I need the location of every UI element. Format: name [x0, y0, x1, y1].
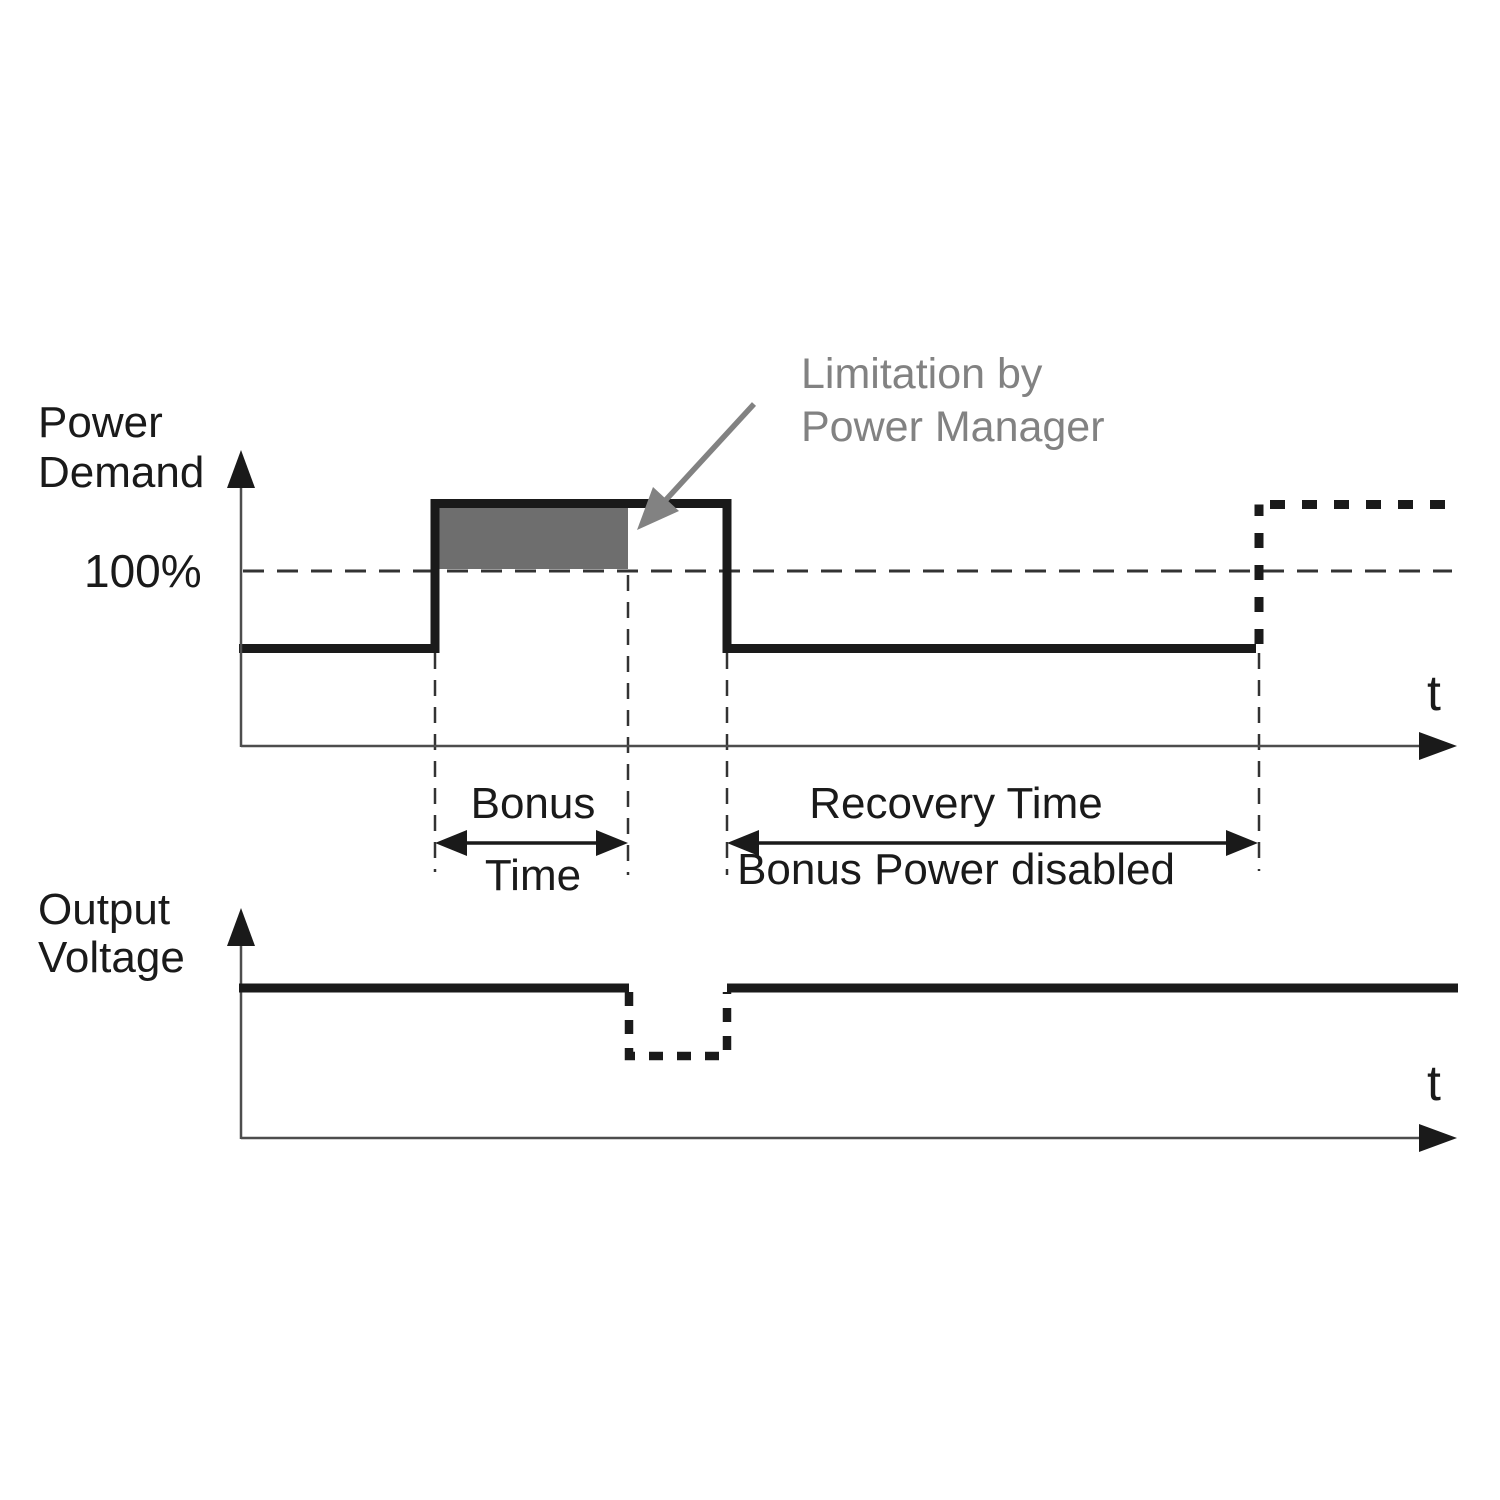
limitation-annotation-arrowhead-icon [637, 487, 679, 530]
limitation-annotation-line1: Limitation by [801, 350, 1043, 398]
bonus-time-label-bottom: Time [484, 851, 582, 900]
top-y-axis-arrowhead-icon [227, 450, 255, 488]
power-demand-axis-label-line2: Demand [38, 448, 205, 497]
recovery-time-label: Recovery Time [809, 779, 1103, 828]
limitation-annotation-arrow-line [660, 402, 757, 505]
limitation-annotation-label: Limitation by Power Manager [801, 348, 1105, 454]
bonus-time-arrowhead-right-icon [596, 830, 628, 856]
bottom-x-axis-arrowhead-icon [1419, 1124, 1457, 1152]
output-voltage-dip-dotted-line [624, 992, 732, 1061]
output-voltage-axis-label-line2: Voltage [38, 933, 185, 982]
bonus-power-disabled-label: Bonus Power disabled [737, 845, 1175, 894]
power-demand-future-dotted-line [1254, 500, 1456, 644]
power-demand-axis-label-line1: Power [38, 398, 163, 447]
bottom-time-axis-label: t [1427, 1055, 1441, 1111]
bonus-power-shaded-region [437, 507, 628, 569]
hundred-percent-tick-label: 100% [84, 545, 202, 597]
bonus-time-label-top: Bonus [470, 779, 596, 828]
power-demand-solid-line [239, 499, 1256, 653]
output-voltage-axis-label-line1: Output [38, 885, 171, 934]
top-time-axis-label: t [1427, 665, 1441, 721]
recovery-time-arrowhead-left-icon [727, 830, 759, 856]
bottom-y-axis-arrowhead-icon [227, 908, 255, 946]
top-x-axis-arrowhead-icon [1419, 732, 1457, 760]
recovery-time-arrowhead-right-icon [1226, 830, 1258, 856]
limitation-annotation-line2: Power Manager [801, 403, 1105, 451]
bonus-time-arrowhead-left-icon [435, 830, 467, 856]
